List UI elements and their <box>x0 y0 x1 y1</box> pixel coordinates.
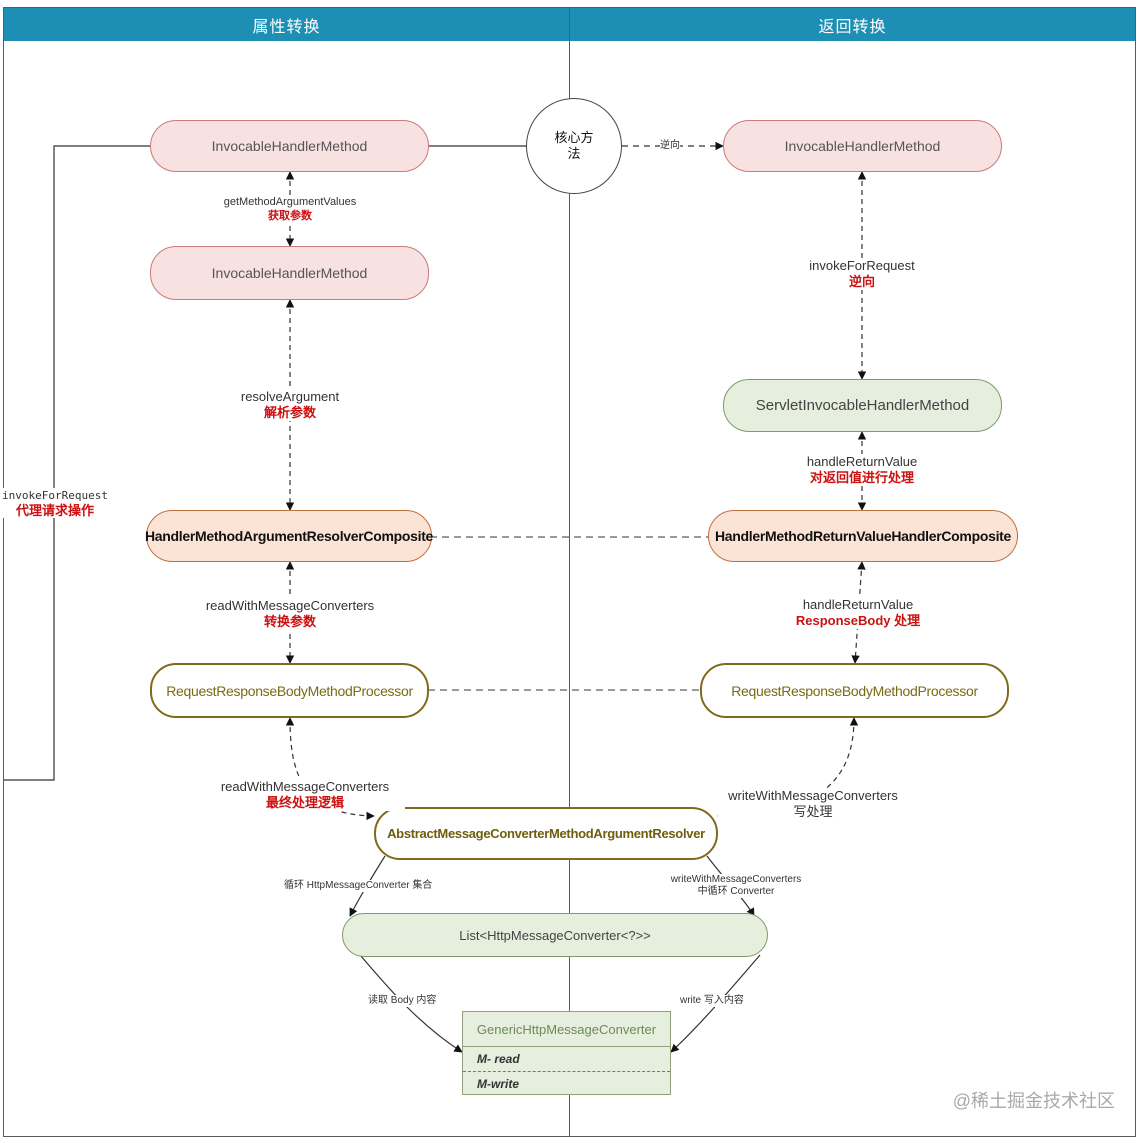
label-get-args-note: 获取参数 <box>268 210 312 222</box>
label-handle-body-method: handleReturnValue <box>802 597 914 612</box>
generic-converter-class-box: GenericHttpMessageConverter M- read M-wr… <box>462 1011 671 1095</box>
label-get-args-method: getMethodArgumentValues <box>223 196 357 208</box>
label-read-convert-method: readWithMessageConverters <box>205 598 375 613</box>
lane-header-right: 返回转换 <box>570 8 1135 41</box>
right-return-composite-node: HandlerMethodReturnValueHandlerComposite <box>708 510 1018 562</box>
label-write-convert-note: 写处理 <box>793 804 833 819</box>
left-invocable-top-node: InvocableHandlerMethod <box>150 120 429 172</box>
label-write-body: write 写入内容 <box>680 995 744 1007</box>
abstract-resolver-node: AbstractMessageConverterMethodArgumentRe… <box>374 807 718 860</box>
label-get-args: getMethodArgumentValues 获取参数 <box>190 195 390 223</box>
label-loop-write-2: 中循环 Converter <box>697 886 775 897</box>
converter-list-node: List<HttpMessageConverter<?>> <box>342 913 768 957</box>
left-resolver-composite-node: HandlerMethodArgumentResolverComposite <box>145 510 433 562</box>
label-read-convert: readWithMessageConverters 转换参数 <box>190 598 390 630</box>
watermark: @稀土掘金技术社区 <box>952 1091 1115 1111</box>
label-invoke-right-note: 逆向 <box>848 274 875 289</box>
label-invoke-left-note: 代理请求操作 <box>15 503 94 518</box>
label-loop-write: writeWithMessageConverters 中循环 Converter <box>664 874 808 898</box>
edge-handle-body <box>851 561 866 664</box>
label-read-convert-note: 转换参数 <box>263 614 316 629</box>
lane-header-left: 属性转换 <box>4 8 569 41</box>
label-resolve-arg-method: resolveArgument <box>240 389 340 404</box>
class-method-read: M- read <box>463 1047 670 1072</box>
class-method-write: M-write <box>477 1077 519 1091</box>
right-invocable-node: InvocableHandlerMethod <box>723 120 1002 172</box>
label-handle-return: handleReturnValue 对返回值进行处理 <box>787 454 937 486</box>
label-handle-return-note: 对返回值进行处理 <box>809 470 914 485</box>
label-handle-return-method: handleReturnValue <box>806 454 918 469</box>
class-box-title: GenericHttpMessageConverter <box>463 1012 670 1047</box>
lane-divider <box>569 8 570 1137</box>
label-resolve-arg-note: 解析参数 <box>263 405 316 420</box>
label-resolve-arg: resolveArgument 解析参数 <box>210 389 370 421</box>
label-loop-read: 循环 HttpMessageConverter 集合 <box>284 880 433 892</box>
label-reverse: 逆向 <box>660 140 680 152</box>
label-read-final: readWithMessageConverters 最终处理逻辑 <box>205 779 405 811</box>
label-read-final-method: readWithMessageConverters <box>220 779 390 794</box>
edge-invoke-loop <box>4 145 150 781</box>
right-processor-node: RequestResponseBodyMethodProcessor <box>700 663 1009 718</box>
core-method-node: 核心方法 <box>526 98 622 194</box>
left-invocable-mid-node: InvocableHandlerMethod <box>150 246 429 300</box>
label-invoke-left: invokeForRequest 代理请求操作 <box>0 488 110 518</box>
label-handle-body-note: ResponseBody 处理 <box>795 613 921 628</box>
right-servlet-invocable-node: ServletInvocableHandlerMethod <box>723 379 1002 432</box>
core-method-label: 核心方法 <box>554 130 594 161</box>
left-processor-node: RequestResponseBodyMethodProcessor <box>150 663 429 718</box>
label-write-convert: writeWithMessageConverters 写处理 <box>718 788 908 820</box>
label-read-body: 读取 Body 内容 <box>368 995 437 1007</box>
label-loop-write-1: writeWithMessageConverters <box>670 874 802 885</box>
label-invoke-right-method: invokeForRequest <box>809 258 915 273</box>
label-invoke-right: invokeForRequest 逆向 <box>792 258 932 290</box>
label-invoke-left-method: invokeForRequest <box>2 489 108 502</box>
edge-read-final <box>285 717 375 821</box>
label-read-final-note: 最终处理逻辑 <box>265 795 344 810</box>
label-handle-body: handleReturnValue ResponseBody 处理 <box>783 597 933 629</box>
label-write-convert-method: writeWithMessageConverters <box>728 788 898 803</box>
